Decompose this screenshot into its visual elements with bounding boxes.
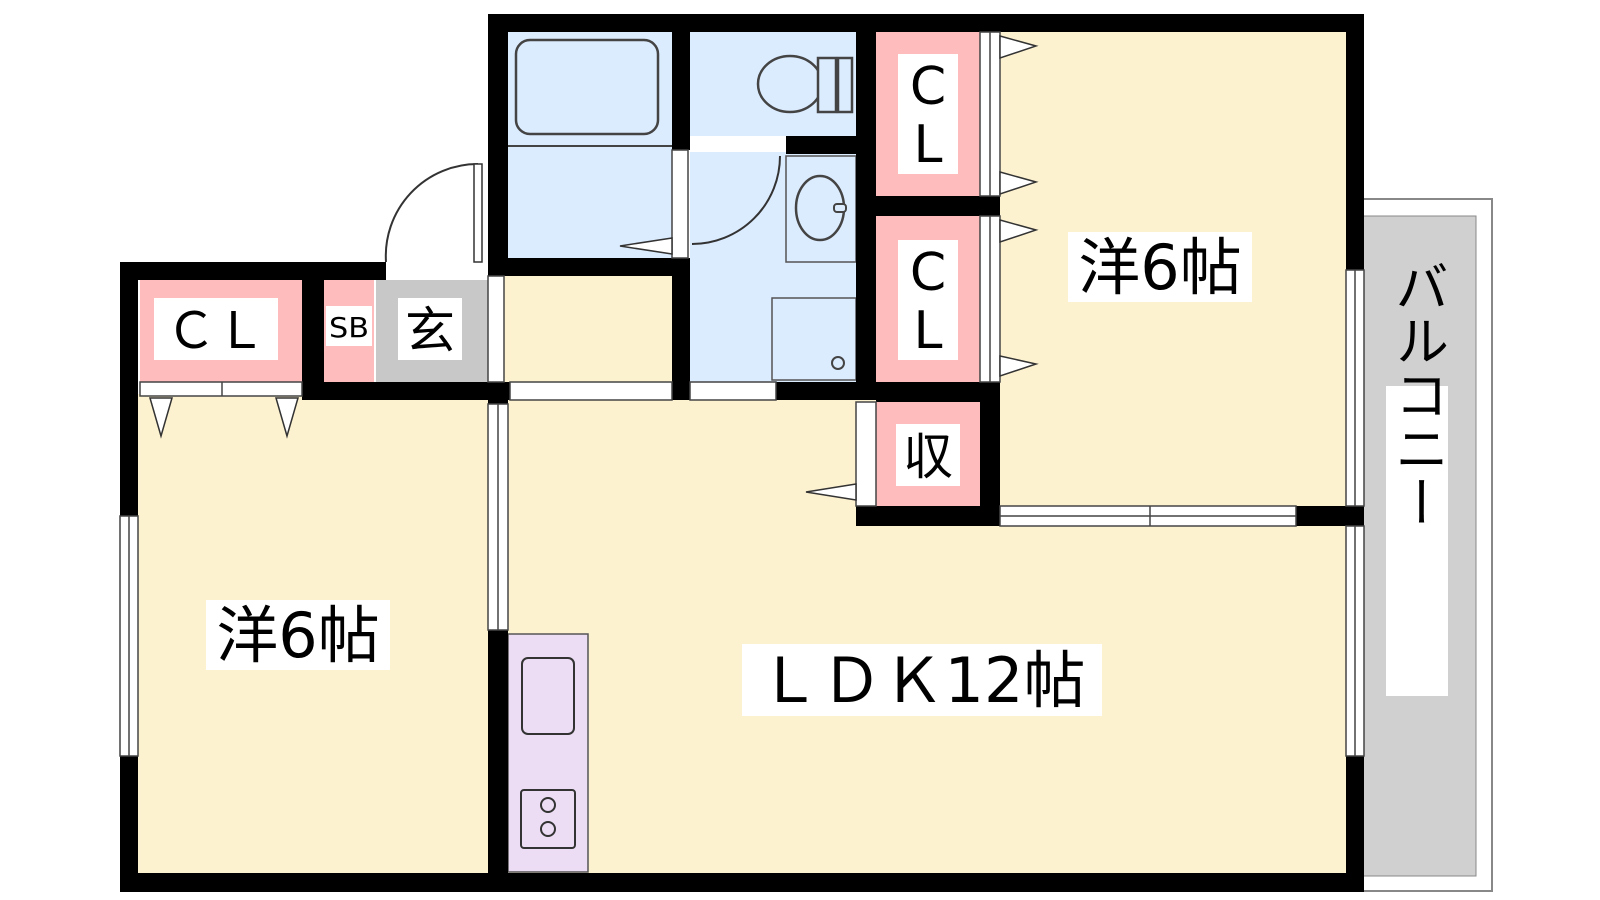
bedroom-right-label: 洋6帖	[1078, 231, 1241, 304]
bathtub-icon	[514, 38, 660, 136]
toilet-tank-icon	[816, 56, 838, 114]
entrance-door-swing	[384, 162, 479, 263]
balcony-label: バルコニー	[1386, 259, 1449, 529]
toilet-bowl-icon	[756, 54, 824, 114]
burner-icon	[540, 821, 556, 837]
washing-machine-space	[771, 297, 857, 381]
walls	[120, 14, 1364, 892]
entrance-label: 玄	[405, 302, 455, 360]
toilet-tank-icon	[836, 56, 854, 114]
windows	[119, 31, 1365, 757]
entrance-door-leaf	[473, 163, 483, 263]
kitchen-sink-icon	[521, 657, 575, 735]
closet-top-1-label-c: C	[910, 57, 946, 117]
burner-icon	[540, 797, 556, 813]
closet-left-label: ＣＬ	[166, 302, 266, 360]
faucet-icon	[833, 203, 847, 213]
storage-label: 収	[903, 428, 953, 486]
closet-top-2-label-l: L	[914, 301, 943, 361]
door-arrows	[149, 35, 1039, 501]
hallway-floor	[504, 276, 678, 394]
ldk-label: ＬＤＫ12帖	[759, 644, 1086, 717]
shoebox-label: SB	[329, 311, 369, 344]
drain-icon	[831, 356, 845, 370]
washroom-door-swing	[691, 155, 781, 245]
closet-top-2-label-c: C	[910, 243, 946, 303]
bedroom-left-label: 洋6帖	[216, 599, 379, 672]
closet-top-1-label-l: L	[914, 115, 943, 175]
stove-icon	[520, 789, 576, 849]
